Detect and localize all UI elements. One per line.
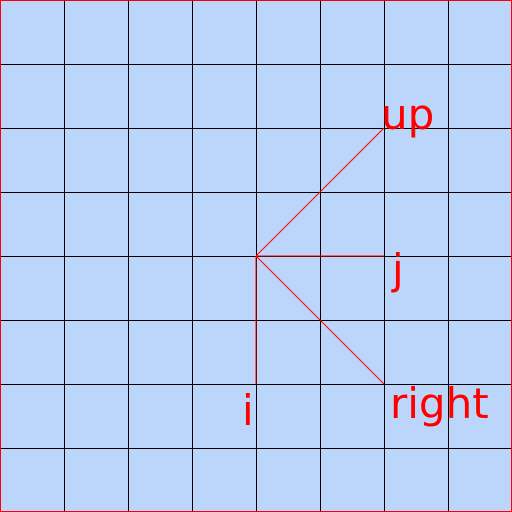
vector-up: [255, 127, 385, 257]
vectors: [255, 127, 385, 385]
label-i: i: [242, 386, 254, 435]
label-j: j: [391, 245, 404, 294]
label-right: right: [390, 379, 489, 428]
label-up: up: [381, 90, 434, 139]
vector-right: [255, 255, 385, 385]
